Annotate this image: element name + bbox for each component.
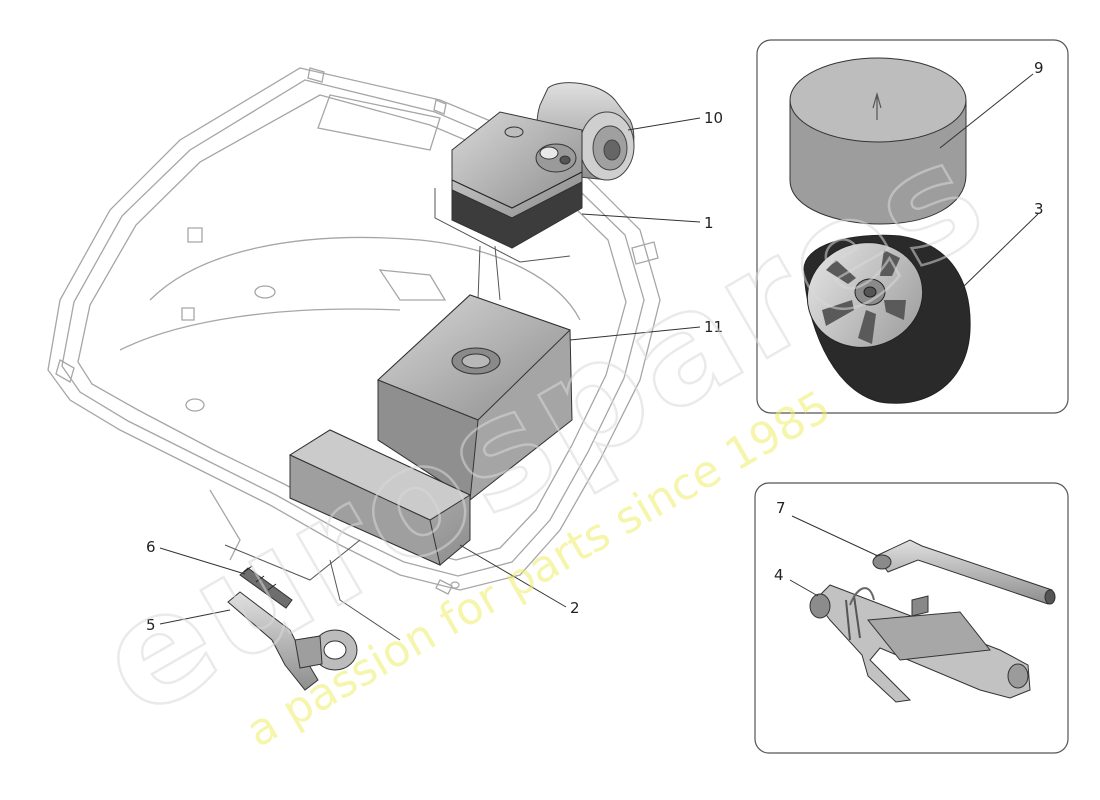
- callout-2: 2: [570, 599, 580, 617]
- repair-kit-box: [451, 111, 583, 249]
- leader-7: [791, 515, 879, 557]
- leader-5: [159, 609, 231, 625]
- leader-1: [581, 213, 701, 223]
- leader-9: [939, 73, 1034, 149]
- towing-eye-shank: [239, 565, 293, 609]
- callout-11: 11: [704, 318, 723, 336]
- callout-4: 4: [774, 566, 784, 584]
- callout-1: 1: [704, 214, 714, 232]
- leader-10: [627, 117, 701, 131]
- leader-6: [159, 547, 246, 575]
- callout-10: 10: [704, 109, 723, 127]
- wheel-bag: [789, 57, 967, 225]
- callout-numbers: 10 1 11 9 3 6 5 2 7 4: [146, 59, 1044, 634]
- leader-3: [959, 213, 1039, 291]
- scissor-jack: [809, 584, 1031, 703]
- towing-hook: [227, 591, 358, 691]
- leader-2: [459, 544, 567, 608]
- spare-wheel: [803, 234, 971, 404]
- callout-7: 7: [776, 499, 786, 517]
- storage-tray: [377, 294, 573, 501]
- leader-11: [569, 326, 701, 341]
- assembly-lines: [224, 188, 571, 641]
- callout-6: 6: [146, 538, 156, 556]
- jack-tools-panel: [754, 482, 1069, 754]
- leader-4: [789, 579, 819, 597]
- wheel-wrench: [872, 539, 1056, 605]
- callout-3: 3: [1034, 200, 1044, 218]
- storage-lid: [288, 429, 472, 566]
- callout-9: 9: [1034, 59, 1044, 77]
- callout-5: 5: [146, 616, 156, 634]
- callout-leaders: [159, 73, 1039, 625]
- spare-wheel-panel: [756, 39, 1069, 414]
